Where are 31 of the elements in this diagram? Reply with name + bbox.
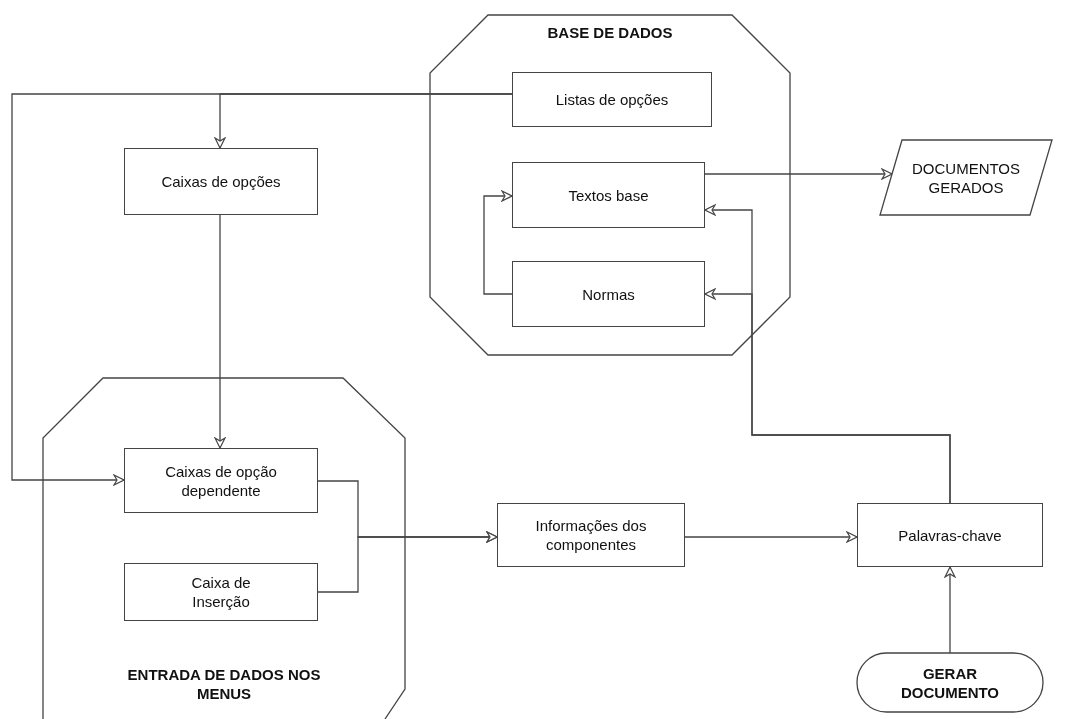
arrow	[317, 531, 498, 593]
group-heading: BASE DE DADOS	[546, 23, 674, 42]
arrow	[483, 190, 513, 295]
box-label: Listas de opções	[555, 90, 669, 109]
process-box	[512, 261, 705, 327]
process-box	[124, 448, 318, 513]
output-parallelogram	[880, 140, 1052, 215]
box-label: Palavras-chave	[898, 525, 1002, 545]
box-label: Informações dos componentes	[534, 516, 648, 554]
process-box	[512, 162, 705, 228]
process-box	[497, 503, 685, 567]
arrow	[684, 531, 858, 543]
box-label: Normas	[582, 284, 635, 304]
group-heading: ENTRADA DE DADOS NOS MENUS	[126, 665, 322, 703]
arrow	[11, 93, 513, 486]
terminator-shape	[857, 653, 1043, 712]
database-octagon	[430, 15, 790, 355]
box-label: DOCUMENTOS GERADOS	[910, 158, 1022, 197]
box-label: GERAR DOCUMENTO	[899, 663, 1001, 702]
box-label: Textos base	[568, 185, 649, 205]
process-box	[512, 72, 712, 127]
process-box	[857, 503, 1043, 567]
box-label: Caixas de opções	[161, 172, 281, 191]
arrow	[944, 566, 956, 654]
process-box	[124, 563, 318, 621]
box-label: Caixa de Inserção	[190, 573, 252, 611]
arrow	[214, 214, 226, 449]
arrow	[704, 288, 951, 504]
arrow	[704, 168, 893, 180]
process-box	[124, 148, 318, 215]
box-label: Caixas de opção dependente	[164, 461, 278, 500]
